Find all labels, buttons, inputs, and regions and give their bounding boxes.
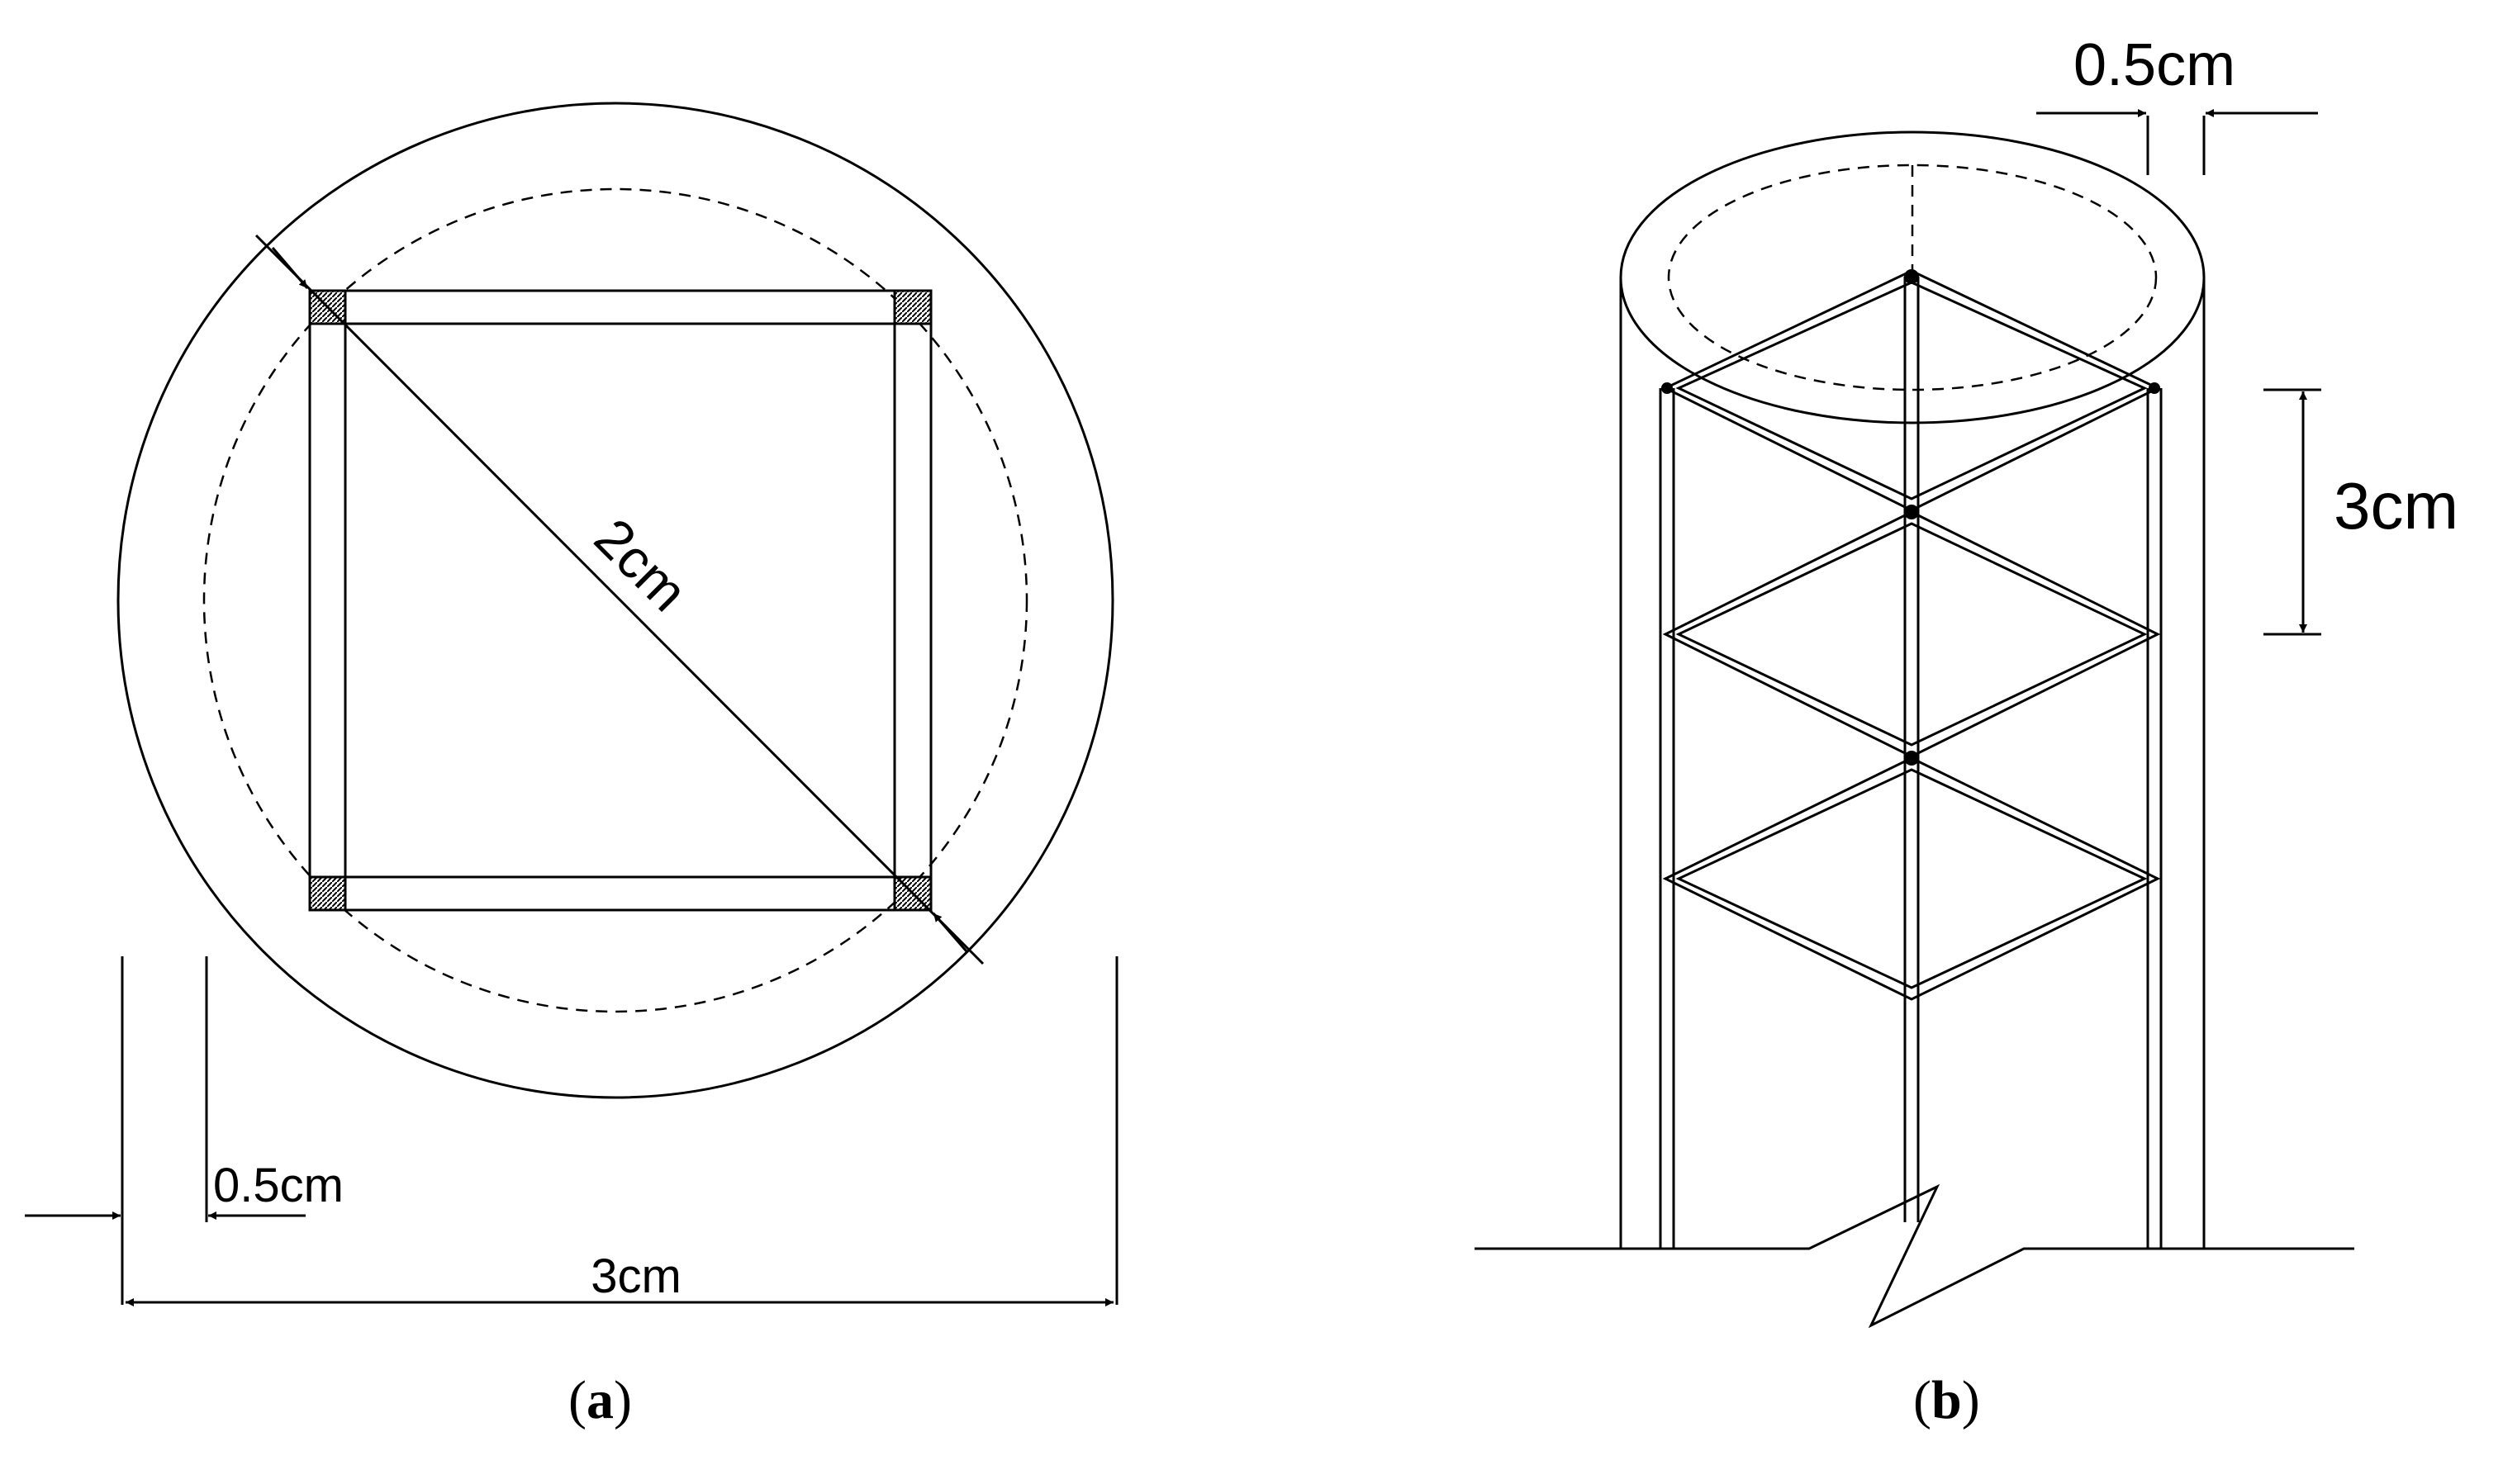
caption-b: (b) [1913,1370,1980,1430]
inner-dashed-circle [202,187,1028,1013]
panel-b-column [1475,109,2354,1329]
tie-rhombus-2 [1662,510,2161,758]
outer-circle [116,102,1114,1099]
tie-rhombus-3 [1662,756,2161,1001]
column-top-inner-dashed-ellipse [1667,164,2158,391]
spacing-label-b: 3cm [2334,469,2458,543]
diagonal-dimension-line [254,234,985,965]
caption-a: (a) [568,1370,632,1430]
ground-break-line [1475,1183,2354,1329]
tie-rhombus-1 [1662,269,2161,512]
cover-label-b: 0.5cm [2073,32,2235,98]
diameter-label-a: 3cm [591,1249,682,1303]
corner-bar-top-right [893,289,933,325]
panel-a-section [25,102,1119,1306]
rebar-square [308,289,933,912]
diagonal-label: 2cm [583,506,699,622]
rebar-nodes [1661,269,2160,766]
corner-bar-bottom-left [308,875,347,912]
cover-label-a: 0.5cm [213,1159,344,1212]
